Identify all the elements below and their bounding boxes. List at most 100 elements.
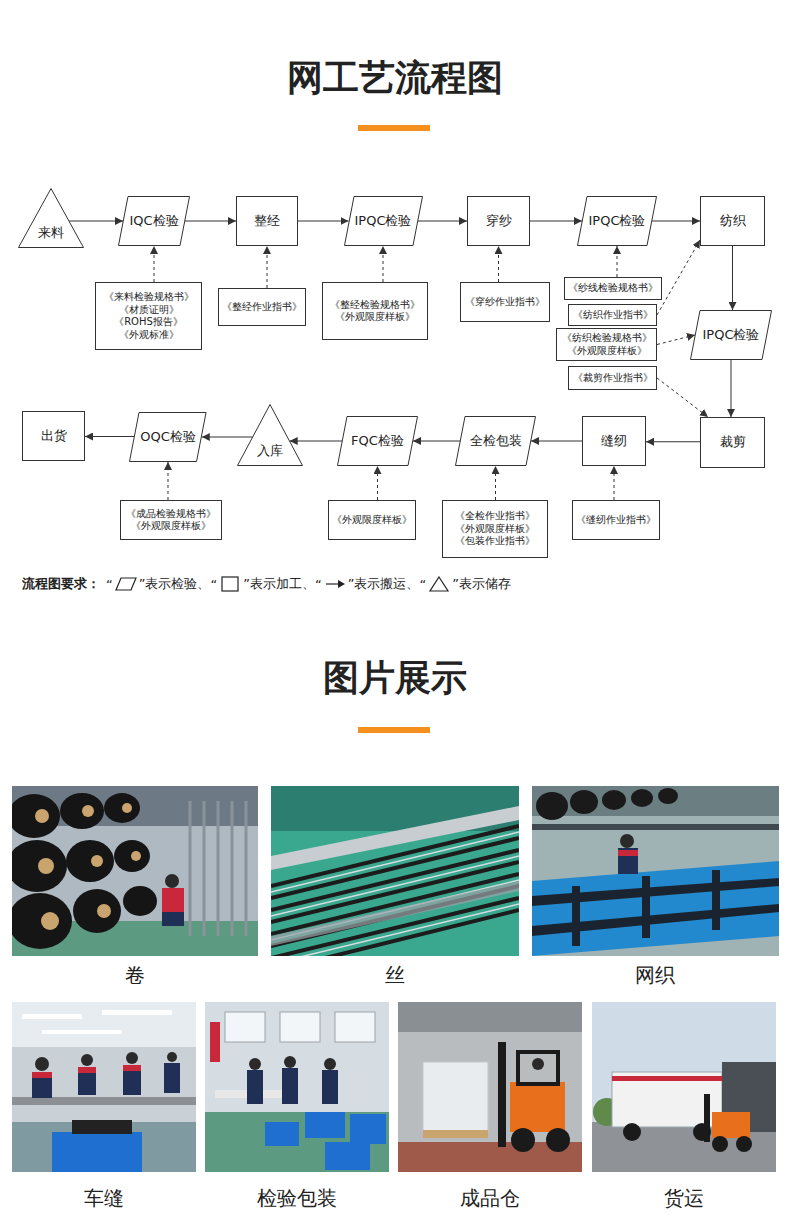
node-text: 纺织 — [720, 213, 746, 229]
photo-packing — [282, 1068, 298, 1104]
photo-sewing — [81, 1054, 93, 1066]
photo-spools — [8, 893, 72, 949]
legend-heading: 流程图要求： — [22, 575, 100, 593]
process-box: 穿纱 — [467, 196, 530, 246]
node-text: 穿纱 — [486, 213, 512, 229]
inspection-parallelogram: IPQC检验 — [577, 196, 657, 246]
photo-spools — [162, 912, 184, 926]
node-text: 《整经作业指书》 — [222, 301, 302, 314]
photo-weaving — [532, 786, 779, 816]
node-label: 入库 — [257, 443, 283, 459]
inspection-parallelogram: IPQC检验 — [690, 310, 772, 360]
node-label: 《外观限度样板》 — [126, 520, 216, 533]
document-box: 《穿纱作业指书》 — [460, 282, 550, 322]
photo-packing — [205, 1002, 389, 1172]
node-label: 《外观限度样板》 — [562, 345, 652, 358]
node-text: 《裁剪作业指书》 — [573, 372, 653, 385]
inspection-parallelogram — [130, 413, 207, 462]
photo-weaving — [658, 788, 678, 804]
legend-swatch — [222, 577, 238, 591]
document-box: 《裁剪作业指书》 — [568, 366, 657, 390]
photo-caption: 丝 — [295, 962, 495, 989]
photo-sewing — [12, 1002, 196, 1172]
photo-spools — [162, 888, 184, 914]
photo-spools — [245, 801, 248, 936]
photo-packing — [249, 1058, 261, 1070]
photo-warehouse — [546, 1128, 570, 1152]
dashed-reference-arrow — [154, 246, 155, 282]
node-label: 全检包装 — [470, 433, 522, 449]
photo-spools — [60, 793, 104, 829]
quote-mark: “ — [106, 577, 113, 592]
node-text: OQC检验 — [140, 429, 196, 445]
dashed-reference-arrow — [657, 240, 700, 315]
flow-arrow — [646, 441, 700, 442]
photo-weaving — [536, 788, 678, 820]
legend-swatch — [219, 576, 241, 592]
inspection-parallelogram: IQC检验 — [118, 196, 190, 246]
node-label: 《ROHS报告》 — [104, 316, 194, 329]
photo-sewing — [42, 1030, 122, 1034]
node-text: 《全检作业指书》《外观限度样板》《包装作业指书》 — [455, 510, 535, 548]
node-label: 《材质证明》 — [104, 304, 194, 317]
photo-spools — [190, 801, 246, 936]
photo-threads — [271, 881, 519, 946]
dashed-reference-arrow — [657, 378, 708, 417]
photo-warehouse — [511, 1128, 535, 1152]
photo-weaving — [572, 886, 580, 946]
node-label: OQC检验 — [140, 429, 196, 445]
inspection-parallelogram: 全检包装 — [455, 416, 536, 466]
photo-weaving — [712, 870, 720, 930]
storage-triangle: 来料 — [18, 188, 84, 248]
document-box: 《来料检验规格书》《材质证明》《ROHS报告》《外观标准》 — [95, 282, 202, 350]
inspection-parallelogram: OQC检验 — [129, 412, 207, 462]
photo-sewing — [22, 1014, 82, 1019]
photo-spools — [231, 801, 234, 936]
node-label: IPQC检验 — [355, 213, 412, 229]
photo-weaving — [532, 861, 779, 956]
process-box: 纺织 — [700, 196, 765, 246]
document-box: 《外观限度样板》 — [328, 500, 416, 540]
node-label: 《来料检验规格书》 — [104, 291, 194, 304]
node-text: 《缝纫作业指书》 — [576, 514, 656, 527]
node-label: 《成品检验规格书》 — [126, 508, 216, 521]
dashed-reference-arrow — [498, 246, 499, 282]
photo-warehouse — [398, 1002, 582, 1172]
node-text: 入库 — [257, 443, 283, 459]
node-label: 《穿纱作业指书》 — [465, 296, 545, 309]
photo-spools — [97, 904, 111, 918]
legend-swatch — [115, 576, 137, 592]
dashed-reference-arrow — [267, 246, 268, 288]
photo-spools — [91, 855, 103, 867]
node-label: FQC检验 — [351, 433, 404, 449]
document-box: 《纺织检验规格书》《外观限度样板》 — [556, 328, 657, 361]
photo-spools — [7, 793, 157, 949]
photo-shipping — [736, 1136, 752, 1152]
photo-sewing — [123, 1065, 141, 1071]
flow-arrow — [69, 221, 123, 222]
photo-spools — [165, 874, 179, 888]
photo-packing — [247, 1070, 263, 1104]
photo-sewing — [35, 1057, 49, 1071]
node-text: FQC检验 — [351, 433, 404, 449]
photo-warehouse — [510, 1082, 565, 1132]
legend-swatch — [324, 576, 346, 592]
photo-sewing — [102, 1010, 172, 1015]
photo-packing — [324, 1058, 336, 1070]
photo-spools — [104, 793, 140, 823]
photo-sewing — [22, 1010, 172, 1034]
photo-packing — [350, 1114, 386, 1144]
dashed-reference-arrow — [495, 466, 496, 500]
photo-spools — [66, 840, 114, 882]
photo-packing — [322, 1070, 338, 1104]
node-label: 《纺织检验规格书》 — [562, 332, 652, 345]
photo-spools — [217, 801, 220, 936]
inspection-parallelogram: FQC检验 — [337, 416, 418, 466]
node-label: 《裁剪作业指书》 — [573, 372, 653, 385]
photo-threads — [271, 826, 519, 964]
photo-packing — [205, 1002, 389, 1172]
photo-warehouse — [518, 1052, 558, 1084]
flow-arrow — [731, 360, 732, 417]
diagram-title: 网工艺流程图 — [0, 54, 790, 103]
